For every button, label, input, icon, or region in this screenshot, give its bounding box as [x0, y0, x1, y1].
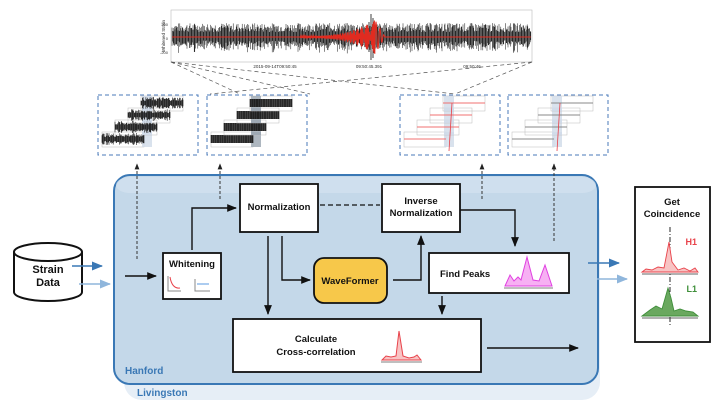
peak-marker [448, 102, 453, 152]
xtick-event: 09:50:45.391 [356, 64, 383, 69]
strain-plot: Whitened Strain 200 0 -200 2015-09-14T09… [160, 9, 533, 69]
whitening-label: Whitening [169, 259, 215, 270]
segment-trace [210, 135, 254, 143]
xtick-start: 2015-09-14T09:50:45 [253, 64, 297, 69]
hanford-label: Hanford [125, 366, 163, 377]
thumbnail-peak-segments [507, 94, 609, 156]
find-peaks-node: Find Peaks [428, 252, 570, 294]
h1-label: H1 [685, 237, 697, 247]
xtick-end: 09:50:46 [463, 64, 481, 69]
waveformer-to-inverse-arrow [393, 235, 425, 281]
strain-data-label-2: Data [36, 277, 61, 289]
inverse-label-1: Inverse [404, 196, 437, 207]
segment-trace [249, 99, 293, 107]
xcorr-sparkline-icon [380, 330, 423, 363]
overlap-band [444, 132, 454, 147]
whitening-node: Whitening [162, 252, 222, 300]
overlap-band [142, 132, 152, 147]
peak-marker [556, 102, 561, 152]
l1-peak-icon [640, 286, 700, 319]
psd-curve-icon [167, 276, 181, 292]
strain-ylabel: Whitened Strain [161, 20, 166, 53]
zoom-guides [170, 61, 533, 95]
peaks-sparkline-icon [504, 255, 553, 289]
waveformer-label: WaveFormer [321, 276, 378, 287]
coincidence-title-1: Get [664, 197, 681, 208]
segment-trace [223, 123, 267, 131]
overlap-band [251, 132, 261, 147]
strain-data-label-1: Strain [32, 264, 63, 276]
strain-data-store: Strain Data [13, 242, 83, 302]
thumbnail-normalized-segments [206, 94, 308, 156]
find-peaks-label: Find Peaks [440, 269, 490, 280]
xcorr-label-1: Calculate [295, 334, 337, 345]
coincidence-title-2: Coincidence [644, 209, 701, 220]
ytick-top: 200 [161, 22, 168, 27]
overlap-band [552, 132, 562, 147]
l1-label: L1 [686, 284, 697, 294]
cross-correlation-node: Calculate Cross-correlation [232, 318, 482, 373]
whitening-to-normalization-arrow [191, 204, 237, 250]
normalization-node: Normalization [239, 183, 319, 233]
inverse-normalization-node: Inverse Normalization [381, 183, 461, 233]
waveformer-node: WaveFormer [313, 257, 388, 304]
livingston-label: Livingston [137, 388, 188, 399]
h1-peak-icon [640, 241, 699, 275]
segment-trace [236, 111, 280, 119]
flat-spectrum-icon [194, 279, 210, 292]
strain-signal-trace [172, 20, 531, 54]
normalization-label: Normalization [248, 202, 311, 213]
thumbnail-inverse-normalized-segments [399, 94, 501, 156]
inverse-to-peaks-arrow [460, 209, 519, 247]
normalization-to-waveformer-arrow [281, 236, 311, 284]
segment-trace [127, 109, 171, 121]
thumbnail-whitened-segments [97, 94, 199, 156]
ytick-bottom: -200 [160, 50, 169, 55]
segment-trace [140, 97, 184, 109]
xcorr-label-2: Cross-correlation [276, 347, 355, 358]
segment-trace [101, 133, 145, 145]
inverse-label-2: Normalization [390, 208, 453, 219]
ytick-mid: 0 [166, 36, 169, 41]
segment-trace [114, 121, 158, 133]
coincidence-node: Get Coincidence H1 L1 [634, 186, 711, 343]
